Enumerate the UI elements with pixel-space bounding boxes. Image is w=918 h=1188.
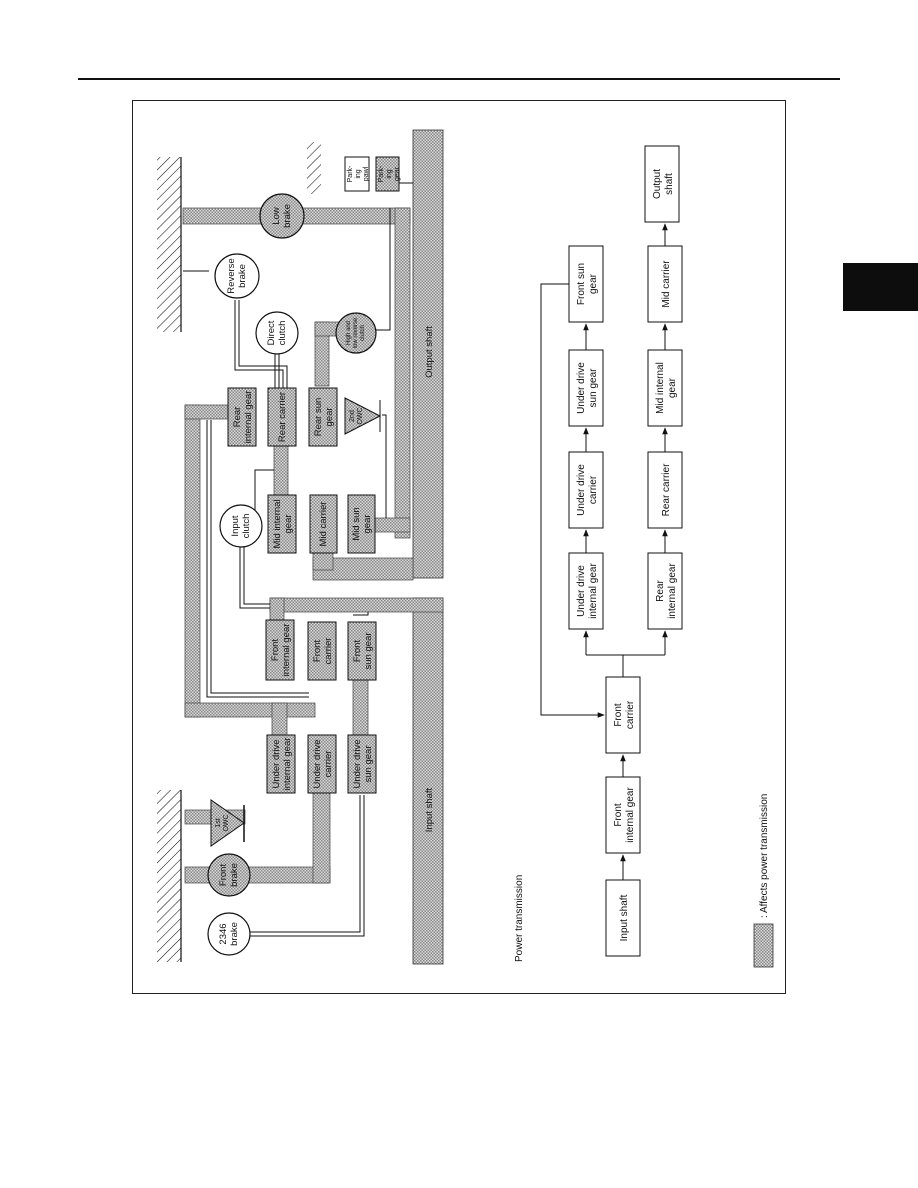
under-drive-sun-gear: Under drivesun gear <box>347 734 377 794</box>
power-path <box>182 207 444 884</box>
svg-text:2346brake: 2346brake <box>218 922 240 946</box>
mid-internal-gear: Mid internalgear <box>267 494 297 554</box>
svg-text:: Affects power transmission: : Affects power transmission <box>759 794 770 918</box>
flow-under-drive-carrier: Under drivecarrier <box>568 451 604 529</box>
svg-text:High andlow reverseclutch: High andlow reverseclutch <box>346 317 366 348</box>
svg-text:Inputclutch: Inputclutch <box>230 514 252 539</box>
svg-text:Park-ingpawl: Park-ingpawl <box>347 165 370 182</box>
svg-text:Mid carrier: Mid carrier <box>661 260 672 308</box>
flow-under-drive-internal-gear: Under driveinternal gear <box>568 552 604 630</box>
svg-text:Under driveinternal gear: Under driveinternal gear <box>576 563 599 619</box>
flow-front-internal-gear: Frontinternal gear <box>605 776 641 854</box>
svg-text:Under drivesun gear: Under drivesun gear <box>352 739 374 788</box>
b2346-brake: 2346brake <box>207 912 251 956</box>
svg-text:Frontinternal gear: Frontinternal gear <box>270 624 292 677</box>
flow-rear-internal-gear: Rearinternal gear <box>647 552 683 630</box>
output-shaft-label: Output shaft <box>424 326 435 378</box>
direct-clutch: Directclutch <box>255 311 299 355</box>
svg-text:Rear carrier: Rear carrier <box>661 463 672 516</box>
flow-under-drive-sun-gear: Under drivesun gear <box>568 349 604 427</box>
svg-text:Front sungear: Front sungear <box>576 263 599 305</box>
front-brake: Frontbrake <box>207 853 251 897</box>
housing-ground <box>157 142 321 962</box>
legend: : Affects power transmission <box>753 794 774 968</box>
figure-frame <box>132 100 786 994</box>
svg-text:Frontinternal gear: Frontinternal gear <box>613 787 636 843</box>
flow-rear-carrier: Rear carrier <box>647 451 683 529</box>
parking-pawl: Park-ingpawl <box>344 156 370 192</box>
svg-text:Under drivesun gear: Under drivesun gear <box>576 362 599 414</box>
reverse-brake: Reversebrake <box>214 253 260 299</box>
svg-text:Under drivecarrier: Under drivecarrier <box>312 739 334 788</box>
svg-text:1stOWC: 1stOWC <box>215 814 230 831</box>
svg-text:Frontsun gear: Frontsun gear <box>352 633 374 670</box>
svg-text:Frontcarrier: Frontcarrier <box>613 700 636 729</box>
flow-arrows <box>540 223 668 880</box>
under-drive-internal-gear: Under driveinternal gear <box>266 734 296 794</box>
mid-sun-gear: Mid sungear <box>347 494 376 554</box>
svg-text:Mid internalgear: Mid internalgear <box>272 499 294 548</box>
svg-text:Rear sungear: Rear sungear <box>313 398 335 437</box>
owc-1st: 1stOWC <box>210 799 245 847</box>
page-top-rule <box>78 78 840 80</box>
flow-mid-carrier: Mid carrier <box>647 245 683 323</box>
svg-text:2ndOWC: 2ndOWC <box>349 407 364 424</box>
output-shaft-bar <box>412 129 444 579</box>
svg-text:Rear carrier: Rear carrier <box>277 392 288 442</box>
svg-text:Frontbrake: Frontbrake <box>218 863 240 887</box>
front-carrier: Frontcarrier <box>307 621 337 681</box>
owc-2nd: 2ndOWC <box>344 397 382 435</box>
svg-text:Mid carrier: Mid carrier <box>318 502 329 547</box>
rear-sun-gear: Rear sungear <box>308 387 338 447</box>
svg-text:Rearinternal gear: Rearinternal gear <box>232 391 254 444</box>
svg-text:Input shaft: Input shaft <box>619 894 630 941</box>
svg-text:Park-inggear: Park-inggear <box>378 165 401 182</box>
svg-text:Rearinternal gear: Rearinternal gear <box>655 563 678 619</box>
svg-text:Lowbrake: Lowbrake <box>271 204 293 228</box>
high-low-reverse-clutch: High andlow reverseclutch <box>335 312 377 354</box>
svg-text:Under driveinternal gear: Under driveinternal gear <box>271 738 293 791</box>
input-clutch: Inputclutch <box>219 504 263 548</box>
svg-text:Outputshaft: Outputshaft <box>652 169 675 199</box>
svg-text:Mid sungear: Mid sungear <box>351 507 373 540</box>
low-brake: Lowbrake <box>259 193 305 239</box>
flow-mid-internal-gear: Mid internalgear <box>647 349 683 427</box>
rear-carrier: Rear carrier <box>267 387 297 447</box>
svg-text:Directclutch: Directclutch <box>266 320 288 345</box>
input-shaft-label: Input shaft <box>424 787 435 832</box>
svg-text:Reversebrake: Reversebrake <box>226 258 248 293</box>
flow-input-shaft: Input shaft <box>605 879 641 957</box>
flow-chart: Input shaft Frontinternal gear Frontcarr… <box>540 145 683 957</box>
svg-text:Mid internalgear: Mid internalgear <box>655 362 678 414</box>
front-internal-gear: Frontinternal gear <box>265 619 295 681</box>
mid-carrier: Mid carrier <box>309 494 338 554</box>
mechanical-links <box>183 182 413 937</box>
svg-text:Under drivecarrier: Under drivecarrier <box>576 464 599 516</box>
input-shaft-bar <box>412 597 444 965</box>
gear-boxes: Under driveinternal gear Under drivecarr… <box>227 156 401 794</box>
flow-front-sun-gear: Front sungear <box>568 245 604 323</box>
flow-front-carrier: Frontcarrier <box>605 676 641 754</box>
svg-text:Frontcarrier: Frontcarrier <box>312 638 334 665</box>
under-drive-carrier: Under drivecarrier <box>307 734 337 794</box>
parking-gear: Park-inggear <box>375 156 401 192</box>
rear-internal-gear: Rearinternal gear <box>227 387 257 447</box>
flow-output-shaft: Outputshaft <box>644 145 680 223</box>
front-sun-gear: Frontsun gear <box>347 621 377 681</box>
section-label: Power transmission <box>514 875 525 962</box>
section-tab <box>843 263 918 311</box>
